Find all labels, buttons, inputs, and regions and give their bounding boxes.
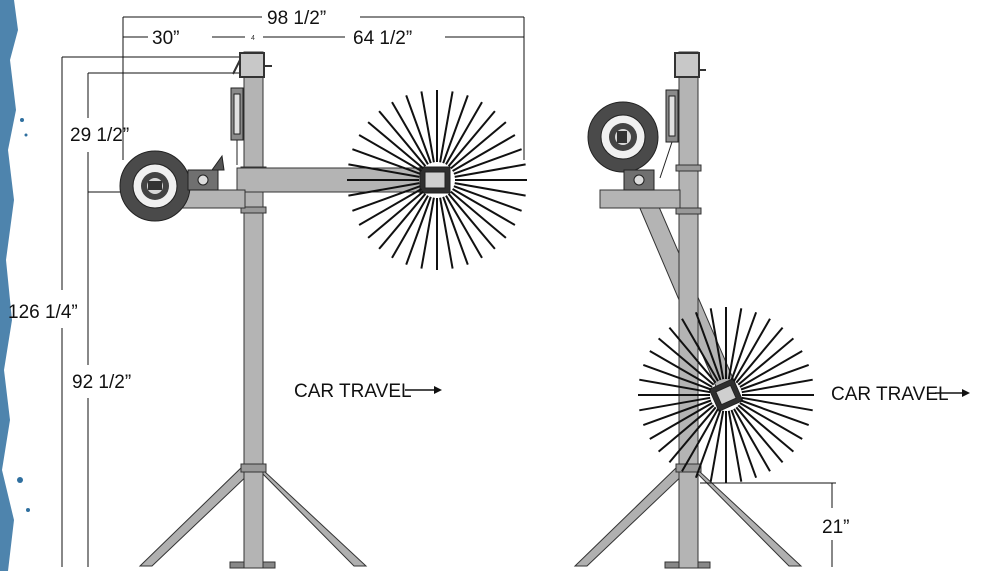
brush-bristle <box>730 409 758 479</box>
brush-bristle <box>694 409 722 479</box>
pivot-bracket-right <box>623 169 655 191</box>
brush-bristle <box>733 318 771 382</box>
dim-arm-height: 92 1/2” <box>72 372 131 393</box>
motor-icon <box>587 101 659 173</box>
brush-hub-right <box>708 378 744 412</box>
brush-bristle <box>657 337 715 386</box>
brush-bristle <box>452 134 516 172</box>
brush-bristle <box>358 134 422 172</box>
brush-bristle <box>391 101 429 165</box>
brush-bristle <box>735 406 784 464</box>
arrow-right-icon <box>405 386 442 394</box>
brush-bristle <box>681 318 719 382</box>
shock-absorber-left <box>230 87 244 165</box>
main-post-right <box>678 51 699 569</box>
dim-overall-width: 98 1/2” <box>267 8 326 29</box>
brush-bristle <box>694 311 722 381</box>
brush-bristle <box>442 196 469 265</box>
brush-bristle <box>642 363 712 391</box>
brush-bristle <box>367 121 424 170</box>
brush-bristle <box>739 350 803 388</box>
brush-bristle <box>450 121 507 170</box>
brush-bristle <box>649 350 713 388</box>
brush-bristle <box>378 193 427 250</box>
main-post-left <box>243 51 264 569</box>
brush-bristle <box>735 326 784 384</box>
brush-bristle <box>740 399 810 427</box>
brush-bristle <box>447 193 496 250</box>
brush-bristle <box>737 337 795 386</box>
brush-bristle <box>639 378 711 394</box>
brush-bristle <box>454 182 526 197</box>
dim-marker: 4 <box>251 35 255 42</box>
brush-bristle <box>405 196 432 265</box>
brush-bristle <box>739 402 803 440</box>
brush-bristles-right <box>638 307 814 483</box>
brush-bristle <box>709 308 725 380</box>
brush-bristle <box>727 308 743 380</box>
dimension-lines-right <box>700 482 836 567</box>
brush-bristle <box>367 190 424 239</box>
brush-bristle <box>733 408 771 472</box>
car-travel-label-right: CAR TRAVEL <box>831 384 949 405</box>
right-view: 21” CAR TRAVEL <box>573 51 970 569</box>
brush-bristle <box>452 188 516 226</box>
brush-bristle <box>447 110 496 167</box>
dim-overall-height: 126 1/4” <box>8 302 78 323</box>
brush-bristle <box>348 182 420 197</box>
brush-bristle <box>420 91 435 163</box>
brush-bristle <box>741 378 813 394</box>
brush-bristle <box>405 95 432 164</box>
brush-bristle <box>668 406 717 464</box>
arrow-right-icon <box>935 389 970 397</box>
brush-bristle <box>352 148 421 175</box>
brush-bristle <box>454 163 526 178</box>
motor-icon <box>119 150 191 222</box>
brush-bristle <box>439 91 454 163</box>
brush-bristle <box>737 404 795 453</box>
brush-hub-left <box>419 166 451 194</box>
dimension-lines-left <box>61 16 525 567</box>
dim-arm-reach: 64 1/2” <box>353 28 412 49</box>
brush-bristle <box>681 408 719 472</box>
brush-bristle <box>420 197 435 269</box>
brush-bristle <box>453 148 522 175</box>
top-bracket-right <box>674 52 706 78</box>
brush-bristle <box>453 185 522 212</box>
brush-bristle <box>352 185 421 212</box>
brush-bristle <box>348 163 420 178</box>
dim-top-to-arm: 29 1/2” <box>70 125 129 146</box>
brush-bristle <box>741 396 813 412</box>
brush-bristle <box>727 410 743 482</box>
left-view: 98 1/2” 30” 4 64 1/2” 29 1/2” 126 1/4” 9… <box>8 8 527 569</box>
crossbar-right <box>599 189 681 209</box>
brush-bristle <box>642 399 712 427</box>
dim-brush-clearance: 21” <box>822 517 849 538</box>
brush-bristles-left <box>347 90 527 270</box>
car-travel-label-left: CAR TRAVEL <box>294 381 412 402</box>
brush-bristle <box>668 326 717 384</box>
paint-splash-decoration <box>0 0 30 571</box>
dim-rear-offset: 30” <box>152 28 179 49</box>
brush-bristle <box>649 402 713 440</box>
top-bracket-left <box>232 52 272 78</box>
brush-bristle <box>378 110 427 167</box>
brush-bristle <box>439 197 454 269</box>
brush-bristle <box>657 404 715 453</box>
brush-bristle <box>709 410 725 482</box>
brush-bristle <box>445 101 483 165</box>
brush-bristle <box>391 195 429 259</box>
brush-bristle <box>450 190 507 239</box>
brush-bristle <box>639 396 711 412</box>
brush-bristle <box>445 195 483 259</box>
brush-bristle <box>358 188 422 226</box>
brush-bristle <box>730 311 758 381</box>
pivot-bracket-left <box>187 154 225 191</box>
brush-bristle <box>740 363 810 391</box>
brush-bristle <box>442 95 469 164</box>
shock-absorber-right <box>659 89 679 179</box>
